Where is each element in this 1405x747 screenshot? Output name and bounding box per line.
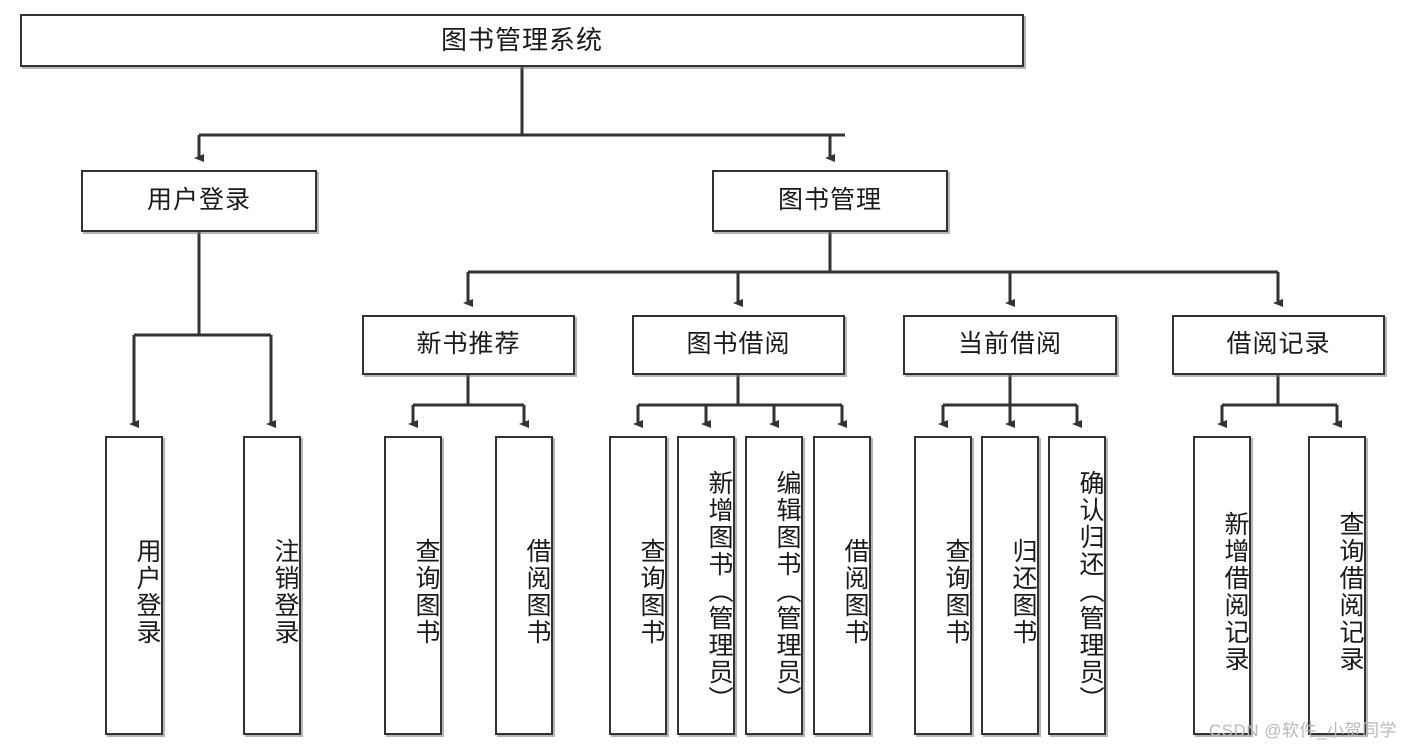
leaf-current-query-book[interactable]: 查询图书 — [914, 436, 972, 735]
node-book-management[interactable]: 图书管理 — [712, 170, 948, 232]
leaf-borrow-add-book-admin[interactable]: 新增图书（管理员） — [677, 436, 735, 735]
leaf-recommend-borrow-book[interactable]: 借阅图书 — [495, 436, 553, 735]
node-user-login[interactable]: 用户登录 — [81, 170, 317, 232]
leaf-record-query-record[interactable]: 查询借阅记录 — [1308, 436, 1366, 735]
leaf-user-login[interactable]: 用户登录 — [105, 436, 163, 735]
node-root[interactable]: 图书管理系统 — [20, 14, 1024, 67]
node-current-borrow[interactable]: 当前借阅 — [903, 315, 1117, 375]
leaf-borrow-edit-book-admin[interactable]: 编辑图书（管理员） — [745, 436, 803, 735]
leaf-current-confirm-return-admin[interactable]: 确认归还（管理员） — [1048, 436, 1106, 735]
leaf-borrow-query-book[interactable]: 查询图书 — [609, 436, 667, 735]
leaf-user-logout[interactable]: 注销登录 — [243, 436, 301, 735]
leaf-borrow-borrow-book[interactable]: 借阅图书 — [813, 436, 871, 735]
leaf-record-add-record[interactable]: 新增借阅记录 — [1193, 436, 1251, 735]
node-new-book-recommend[interactable]: 新书推荐 — [362, 315, 575, 375]
node-book-borrow[interactable]: 图书借阅 — [632, 315, 845, 375]
leaf-recommend-query-book[interactable]: 查询图书 — [384, 436, 442, 735]
watermark: CSDN @软件_小贺同学 — [1208, 721, 1397, 740]
leaf-current-return-book[interactable]: 归还图书 — [981, 436, 1039, 735]
node-borrow-record[interactable]: 借阅记录 — [1172, 315, 1385, 375]
